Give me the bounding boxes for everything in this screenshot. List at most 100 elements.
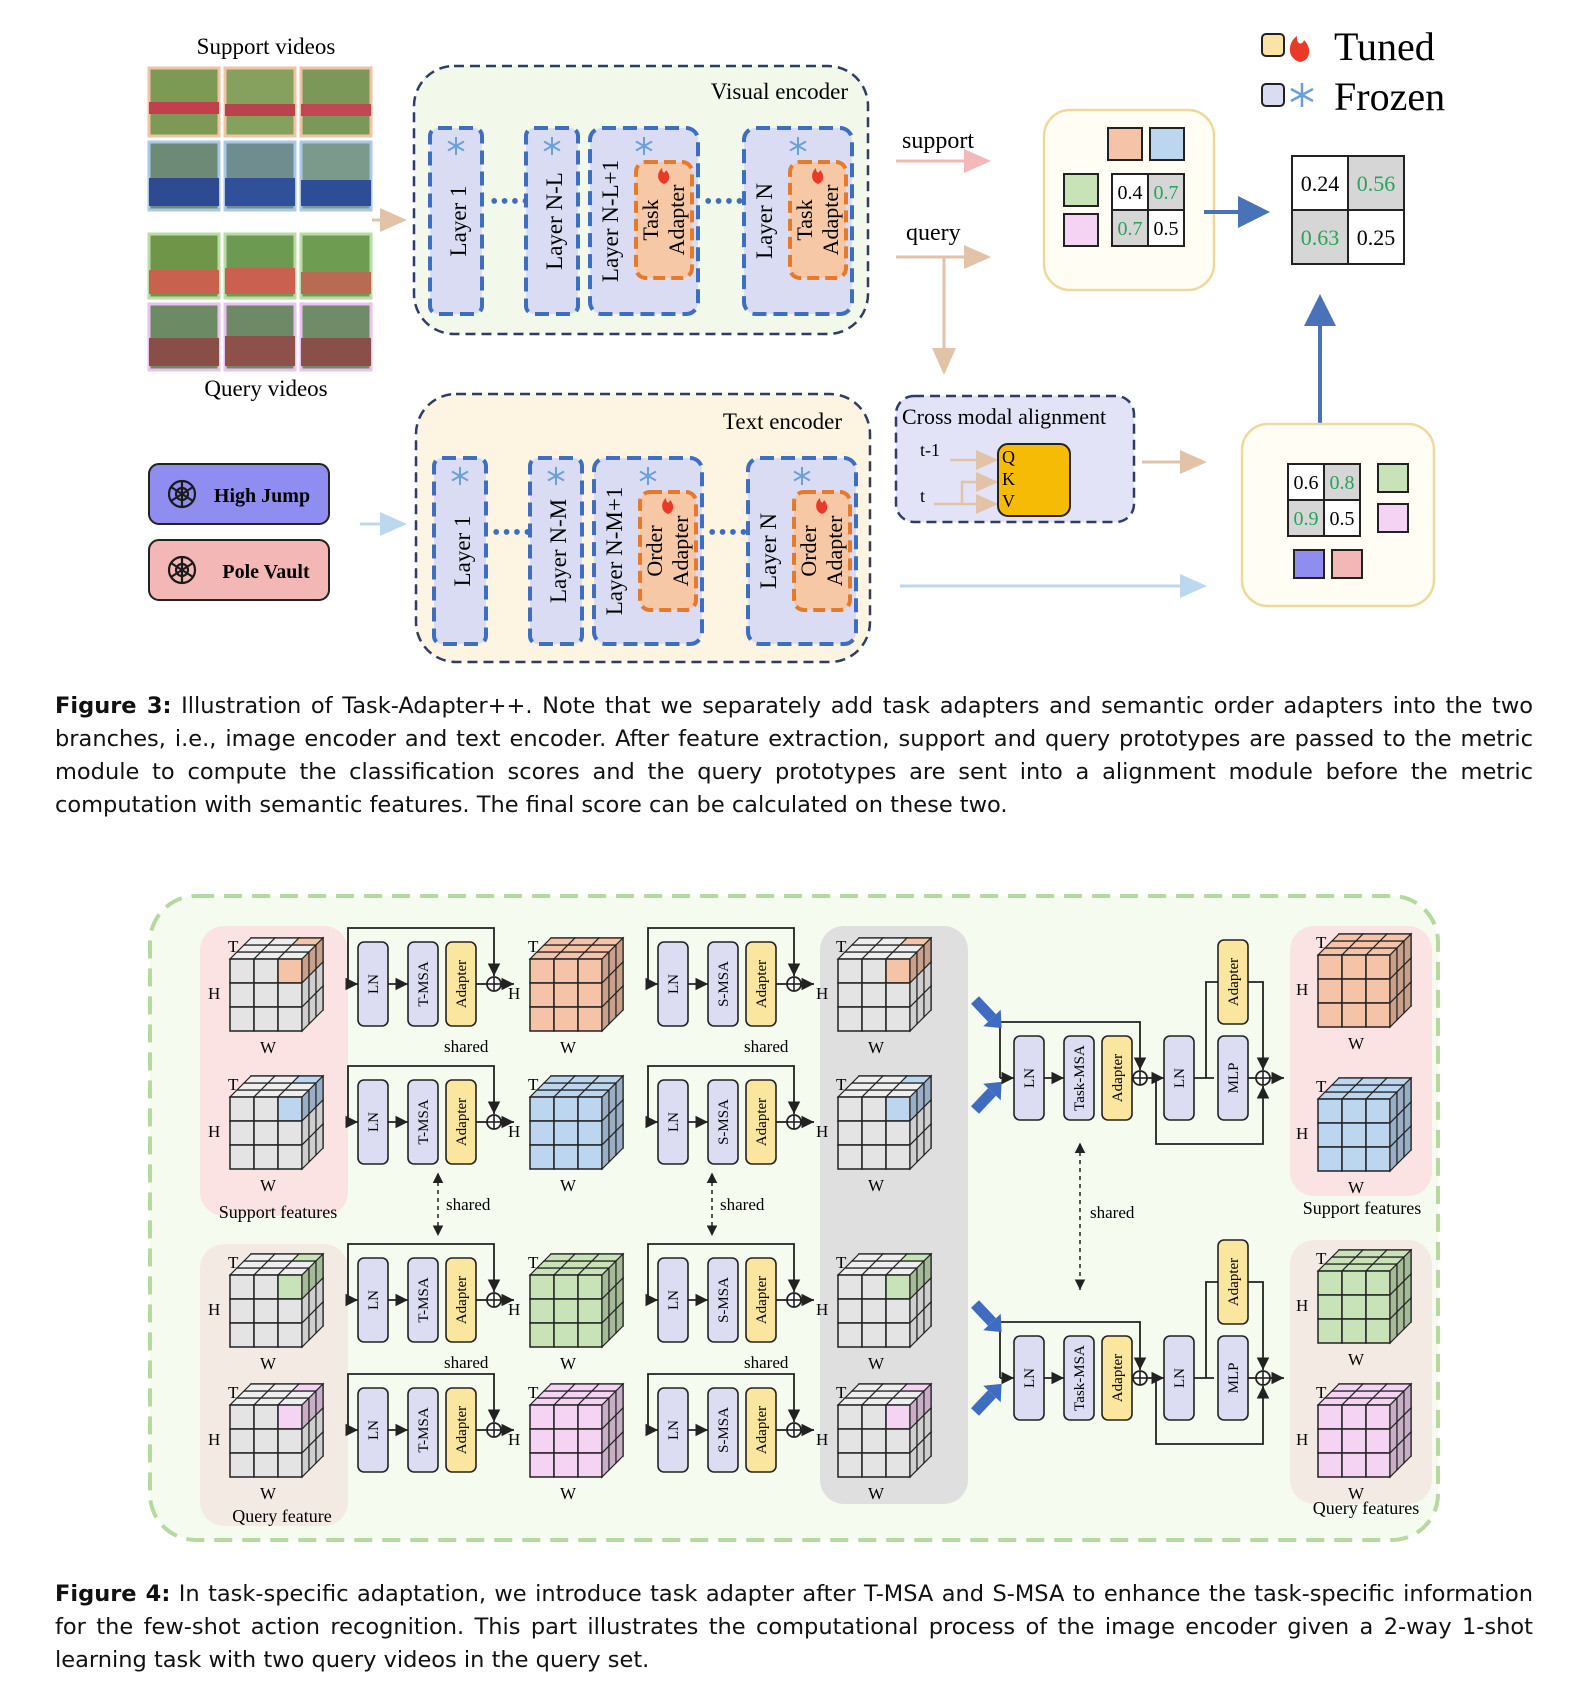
fire-icon	[1289, 36, 1310, 62]
cube-side-cell	[615, 1252, 624, 1287]
cube-top-cell	[566, 1383, 601, 1392]
cube-top-cell	[884, 1089, 919, 1098]
cube-cell	[1365, 1146, 1391, 1172]
cube-top-cell	[836, 1089, 871, 1098]
cube-side-cell	[1396, 1107, 1405, 1142]
cube-side-cell	[308, 1081, 317, 1116]
cube-top-cell	[228, 1267, 263, 1276]
thick-arrow-head	[983, 1313, 1002, 1333]
add-icon	[1132, 1370, 1148, 1386]
cube-cell	[858, 985, 884, 1011]
cube-cell	[250, 1431, 276, 1457]
svg-text:Layer 1: Layer 1	[450, 516, 475, 587]
cube-cell	[885, 1298, 911, 1324]
cube-side-cell	[315, 1122, 324, 1157]
shared-label: shared	[744, 1037, 789, 1056]
cube-top-cell	[874, 1075, 909, 1084]
cube-cell	[598, 1431, 624, 1457]
cube-cell	[1341, 1294, 1367, 1320]
ln-box-label: LN	[366, 974, 382, 994]
cube-top-cell	[1378, 1249, 1413, 1258]
cube-cell	[250, 1407, 276, 1433]
mlp-box-label: MLP	[1226, 1063, 1242, 1094]
cube-cell	[274, 1123, 300, 1149]
axis-label-h: H	[1296, 1430, 1308, 1449]
cube-top-cell	[535, 1390, 570, 1399]
add-icon	[486, 976, 502, 992]
cube-top-cell	[1364, 1091, 1399, 1100]
cube-top-cell	[235, 1260, 270, 1269]
adapter-box-label: Adapter	[1226, 958, 1242, 1006]
cube-cell	[250, 937, 276, 963]
ln-box	[657, 1079, 689, 1165]
cube-side-cell	[615, 1074, 624, 1109]
cube-top-cell	[259, 1260, 294, 1269]
cube-side-cell	[909, 1112, 918, 1147]
cube-cell	[1338, 1407, 1364, 1433]
svg-text:Order: Order	[796, 525, 821, 577]
adapter-box-label: Adapter	[454, 1098, 470, 1146]
adapter-box	[1217, 939, 1249, 1025]
query-feature-label: Query feature	[232, 1506, 331, 1526]
feature-cube: THW	[508, 936, 625, 1057]
cube-cell	[882, 1431, 908, 1457]
cube-top-cell	[898, 1253, 933, 1262]
ln-box	[1013, 1335, 1045, 1421]
cube-cell	[529, 1322, 555, 1348]
residual-arrow	[647, 1065, 801, 1122]
cube-cell	[274, 1407, 300, 1433]
cube-side-cell	[315, 984, 324, 1019]
msa-box	[407, 1387, 439, 1473]
cube-top-cell	[1316, 1091, 1351, 1100]
axis-label-w: W	[560, 1354, 577, 1373]
cube-side-cell	[1389, 1444, 1398, 1479]
axis-label-t: T	[528, 1253, 539, 1272]
axis-label-w: W	[1348, 1178, 1365, 1197]
cube-top-cell	[252, 1267, 287, 1276]
cube-cell	[298, 1099, 324, 1125]
svg-text:0.6: 0.6	[1294, 472, 1319, 494]
cube-cell	[837, 1404, 863, 1430]
cube-cell	[253, 958, 279, 984]
adapter-box-label: Adapter	[754, 1406, 770, 1454]
cube-side-cell	[1403, 980, 1412, 1015]
cube-cell	[885, 1144, 911, 1170]
axis-label-h: H	[208, 1300, 220, 1319]
support-videos	[147, 66, 373, 212]
cube-side-cell	[1389, 1420, 1398, 1455]
cube-cell	[553, 1096, 579, 1122]
cube-cell	[861, 1096, 887, 1122]
cube-top-cell	[583, 1390, 618, 1399]
cube-cell	[861, 982, 887, 1008]
thick-arrow-head	[983, 1081, 1002, 1101]
cube-cell	[882, 1383, 908, 1409]
cube-top-cell	[252, 951, 287, 960]
cube-cell	[885, 958, 911, 984]
cube-side-cell	[923, 936, 932, 971]
cube-cell	[298, 961, 324, 987]
cube-side-cell	[301, 998, 310, 1033]
cube-cell	[882, 1075, 908, 1101]
cube-cell	[529, 1096, 555, 1122]
cube-top-cell	[590, 1075, 625, 1084]
cube-side-cell	[1403, 1296, 1412, 1331]
ln-box-label: LN	[1172, 1068, 1188, 1088]
shared-label: shared	[744, 1353, 789, 1372]
cube-side-cell	[608, 967, 617, 1002]
axis-label-t: T	[528, 1075, 539, 1094]
cube-cell	[274, 1301, 300, 1327]
cross-modal-alignment: Cross modal alignment t-1 t Q K V	[894, 394, 1136, 524]
cube-top-cell	[1354, 1249, 1389, 1258]
cube-cell	[1341, 1146, 1367, 1172]
cube-cell	[1338, 1431, 1364, 1457]
svg-text:Layer N-M: Layer N-M	[546, 499, 571, 603]
cube-cell	[277, 982, 303, 1008]
cube-top-cell	[552, 951, 587, 960]
adapter-box-label: Adapter	[1110, 1054, 1126, 1102]
cube-cell	[529, 1404, 555, 1430]
cube-cell	[1317, 1122, 1343, 1148]
svg-text:0.8: 0.8	[1330, 472, 1355, 494]
cube-cell	[837, 1298, 863, 1324]
figure-4-caption: Figure 4: In task-specific adaptation, w…	[55, 1578, 1533, 1677]
ln-box-label: LN	[366, 1420, 382, 1440]
